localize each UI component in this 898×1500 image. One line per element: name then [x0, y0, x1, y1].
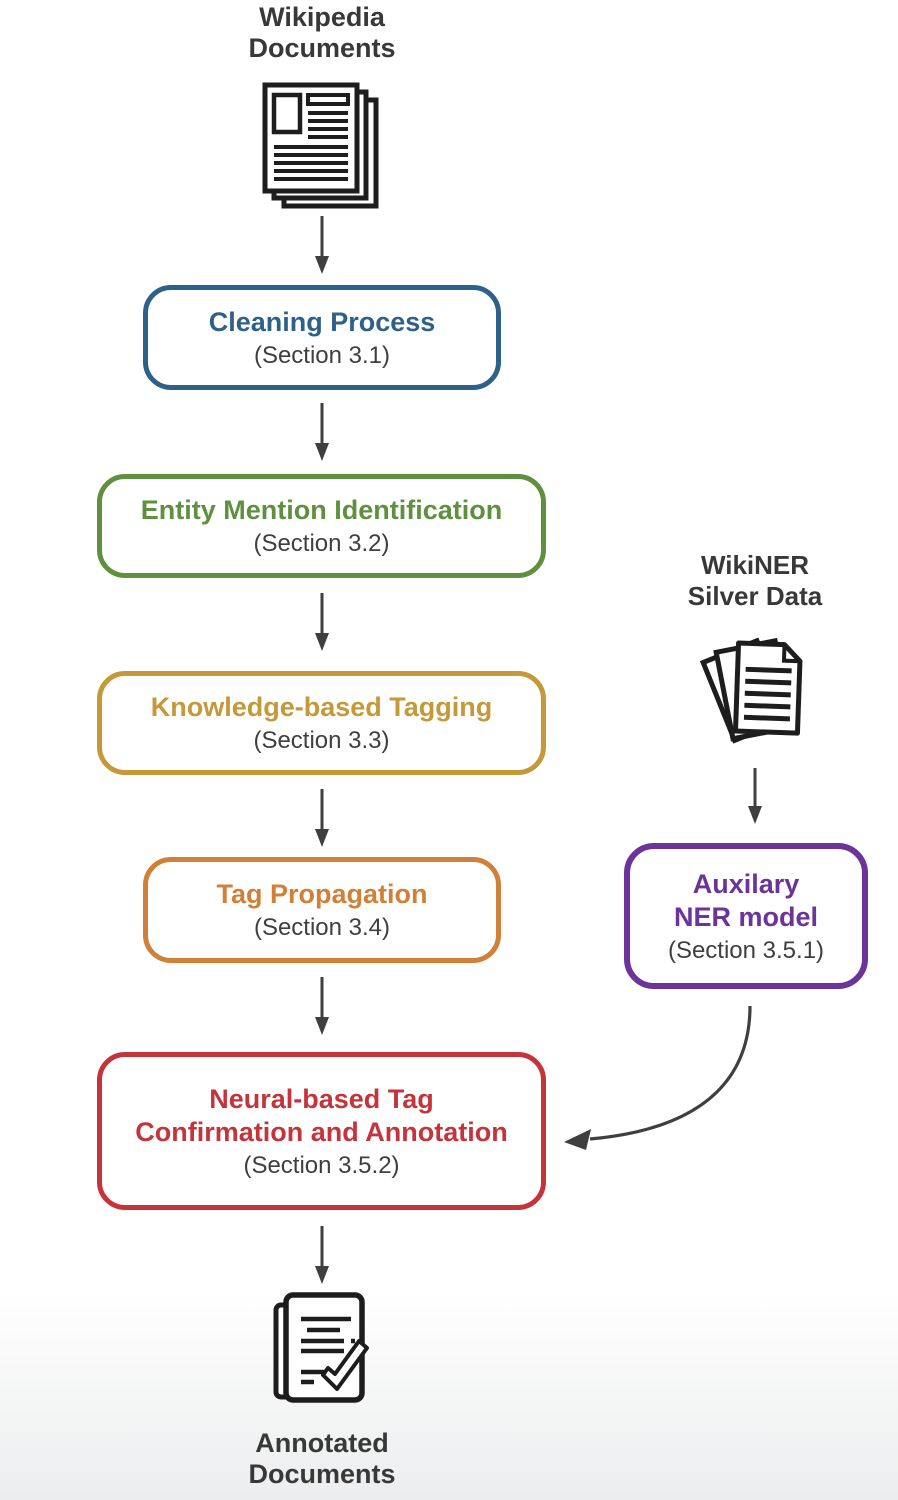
box-section: (Section 3.5.2) [243, 1151, 400, 1179]
box-section: (Section 3.2) [253, 530, 390, 557]
wikipedia-documents-label: Wikipedia Documents [172, 2, 472, 64]
curved-arrow [556, 998, 768, 1156]
down-arrow [312, 789, 332, 847]
box-section: (Section 3.5.1) [667, 936, 825, 964]
wikiner-label-line2: Silver Data [687, 581, 823, 611]
down-arrow [312, 216, 332, 274]
box-section: (Section 3.1) [253, 341, 391, 369]
annotated-documents-label-line1: Annotated [255, 1428, 389, 1458]
wikipedia-documents-label-line1: Wikipedia [259, 2, 385, 32]
flow-box-entity-mention-identification: Entity Mention Identification (Section 3… [97, 474, 546, 578]
paper-stack-icon [693, 636, 813, 762]
box-title-line1: Neural-based Tag [209, 1083, 434, 1114]
box-title-line2: Confirmation and Annotation [135, 1116, 508, 1147]
flow-box-tag-propagation: Tag Propagation (Section 3.4) [143, 857, 501, 963]
annotated-documents-label: Annotated Documents [172, 1428, 472, 1490]
wikiner-silver-data-label: WikiNER Silver Data [630, 550, 880, 612]
box-title: Cleaning Process [208, 306, 436, 337]
box-title-line2: NER model [673, 901, 819, 932]
flow-box-cleaning-process: Cleaning Process (Section 3.1) [143, 285, 501, 390]
flow-box-auxilary-ner-model: Auxilary NER model (Section 3.5.1) [624, 843, 868, 989]
down-arrow [312, 593, 332, 651]
flow-box-neural-tag-confirmation: Neural-based Tag Confirmation and Annota… [97, 1052, 546, 1210]
box-title-line1: Auxilary [692, 868, 800, 899]
newspaper-stack-icon [262, 82, 382, 212]
flow-box-knowledge-based-tagging: Knowledge-based Tagging (Section 3.3) [97, 671, 546, 775]
box-title: Entity Mention Identification [140, 495, 503, 525]
annotated-documents-label-line2: Documents [248, 1459, 396, 1489]
wikiner-label-line1: WikiNER [700, 550, 810, 580]
box-section: (Section 3.4) [253, 914, 391, 941]
down-arrow [312, 977, 332, 1035]
down-arrow [312, 403, 332, 461]
down-arrow [745, 768, 765, 824]
document-check-icon [268, 1290, 378, 1408]
box-title: Tag Propagation [216, 879, 428, 909]
down-arrow [312, 1226, 332, 1284]
box-title: Knowledge-based Tagging [150, 692, 493, 722]
box-section: (Section 3.3) [253, 727, 390, 754]
wikipedia-documents-label-line2: Documents [248, 33, 396, 63]
